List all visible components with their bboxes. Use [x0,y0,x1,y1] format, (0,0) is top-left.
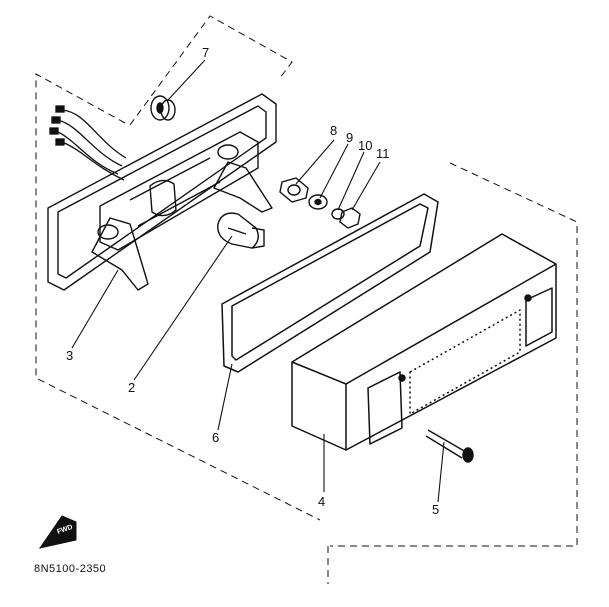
leader-8 [295,139,335,185]
lens [291,233,557,451]
leader-9 [319,143,349,199]
leader-5 [437,441,445,503]
callout-9: 9 [346,130,353,145]
gasket [221,193,439,373]
washer-hole [314,198,322,206]
leader-7 [167,59,206,101]
left-socket-bracket [91,217,149,291]
callout-6: 6 [212,430,219,445]
callout-10: 10 [358,138,372,153]
callout-11: 11 [376,146,390,161]
leader-2 [133,235,233,381]
bulb [217,212,265,249]
wire-1 [61,109,127,159]
lens-screw-hole-2 [524,294,532,302]
leader-10 [337,151,365,211]
callout-3: 3 [66,348,73,363]
right-socket-ring [217,144,239,160]
housing-rib-2 [137,181,221,227]
bulb-base [251,227,265,249]
wire-3 [55,130,119,175]
wire-2 [57,119,123,167]
bulb-glass [217,212,259,249]
grommet-front [150,95,170,121]
bulb-filament [227,227,247,235]
callout-labels: 7 8 9 10 11 3 2 6 4 5 [66,45,439,517]
housing-inner-rim [57,105,267,279]
collar [279,177,309,203]
leader-11 [351,161,381,211]
rear-housing-boundary [129,15,293,126]
screw [425,429,474,463]
lens-center-panel [409,309,521,415]
rear-housing [47,93,277,291]
fwd-stamp: FWD [38,515,77,549]
screw-shank [427,429,467,453]
gasket-outer [221,193,439,373]
callout-4: 4 [318,494,325,509]
leader-lines [71,59,445,503]
callout-7: 7 [202,45,209,60]
fwd-arrow-icon [38,515,77,549]
leader-6 [217,363,233,431]
callout-5: 5 [432,502,439,517]
lens-left-reflector [367,371,403,445]
mounting-hardware [279,177,361,229]
gasket-inner [231,203,429,361]
grommet-hole [156,102,164,114]
screw-head [462,447,474,463]
center-socket [149,179,177,217]
part-number: 8N5100-2350 [34,563,106,575]
housing-floor [99,131,259,251]
grommet [150,95,176,121]
right-socket-bracket [213,161,273,213]
connector-3 [49,127,59,135]
nut [339,207,361,229]
lens-body [291,233,557,451]
callout-2: 2 [128,380,135,395]
connector-1 [55,105,65,113]
housing-rib-1 [129,157,211,201]
connector-2 [51,116,61,124]
washer [308,194,328,210]
dashed-boundaries [35,15,578,584]
lens-right-reflector [525,287,553,347]
wiring-harness [49,105,127,181]
connector-4 [55,138,65,146]
callout-8: 8 [330,123,337,138]
collar-hole [287,184,301,196]
lens-group-boundary [330,162,578,547]
leader-3 [71,269,119,349]
housing-outer-rim [47,93,277,291]
lens-screw-hole-1 [398,374,406,382]
left-group-boundary [35,73,321,521]
wire-4 [61,141,125,181]
left-socket-ring [97,224,119,240]
